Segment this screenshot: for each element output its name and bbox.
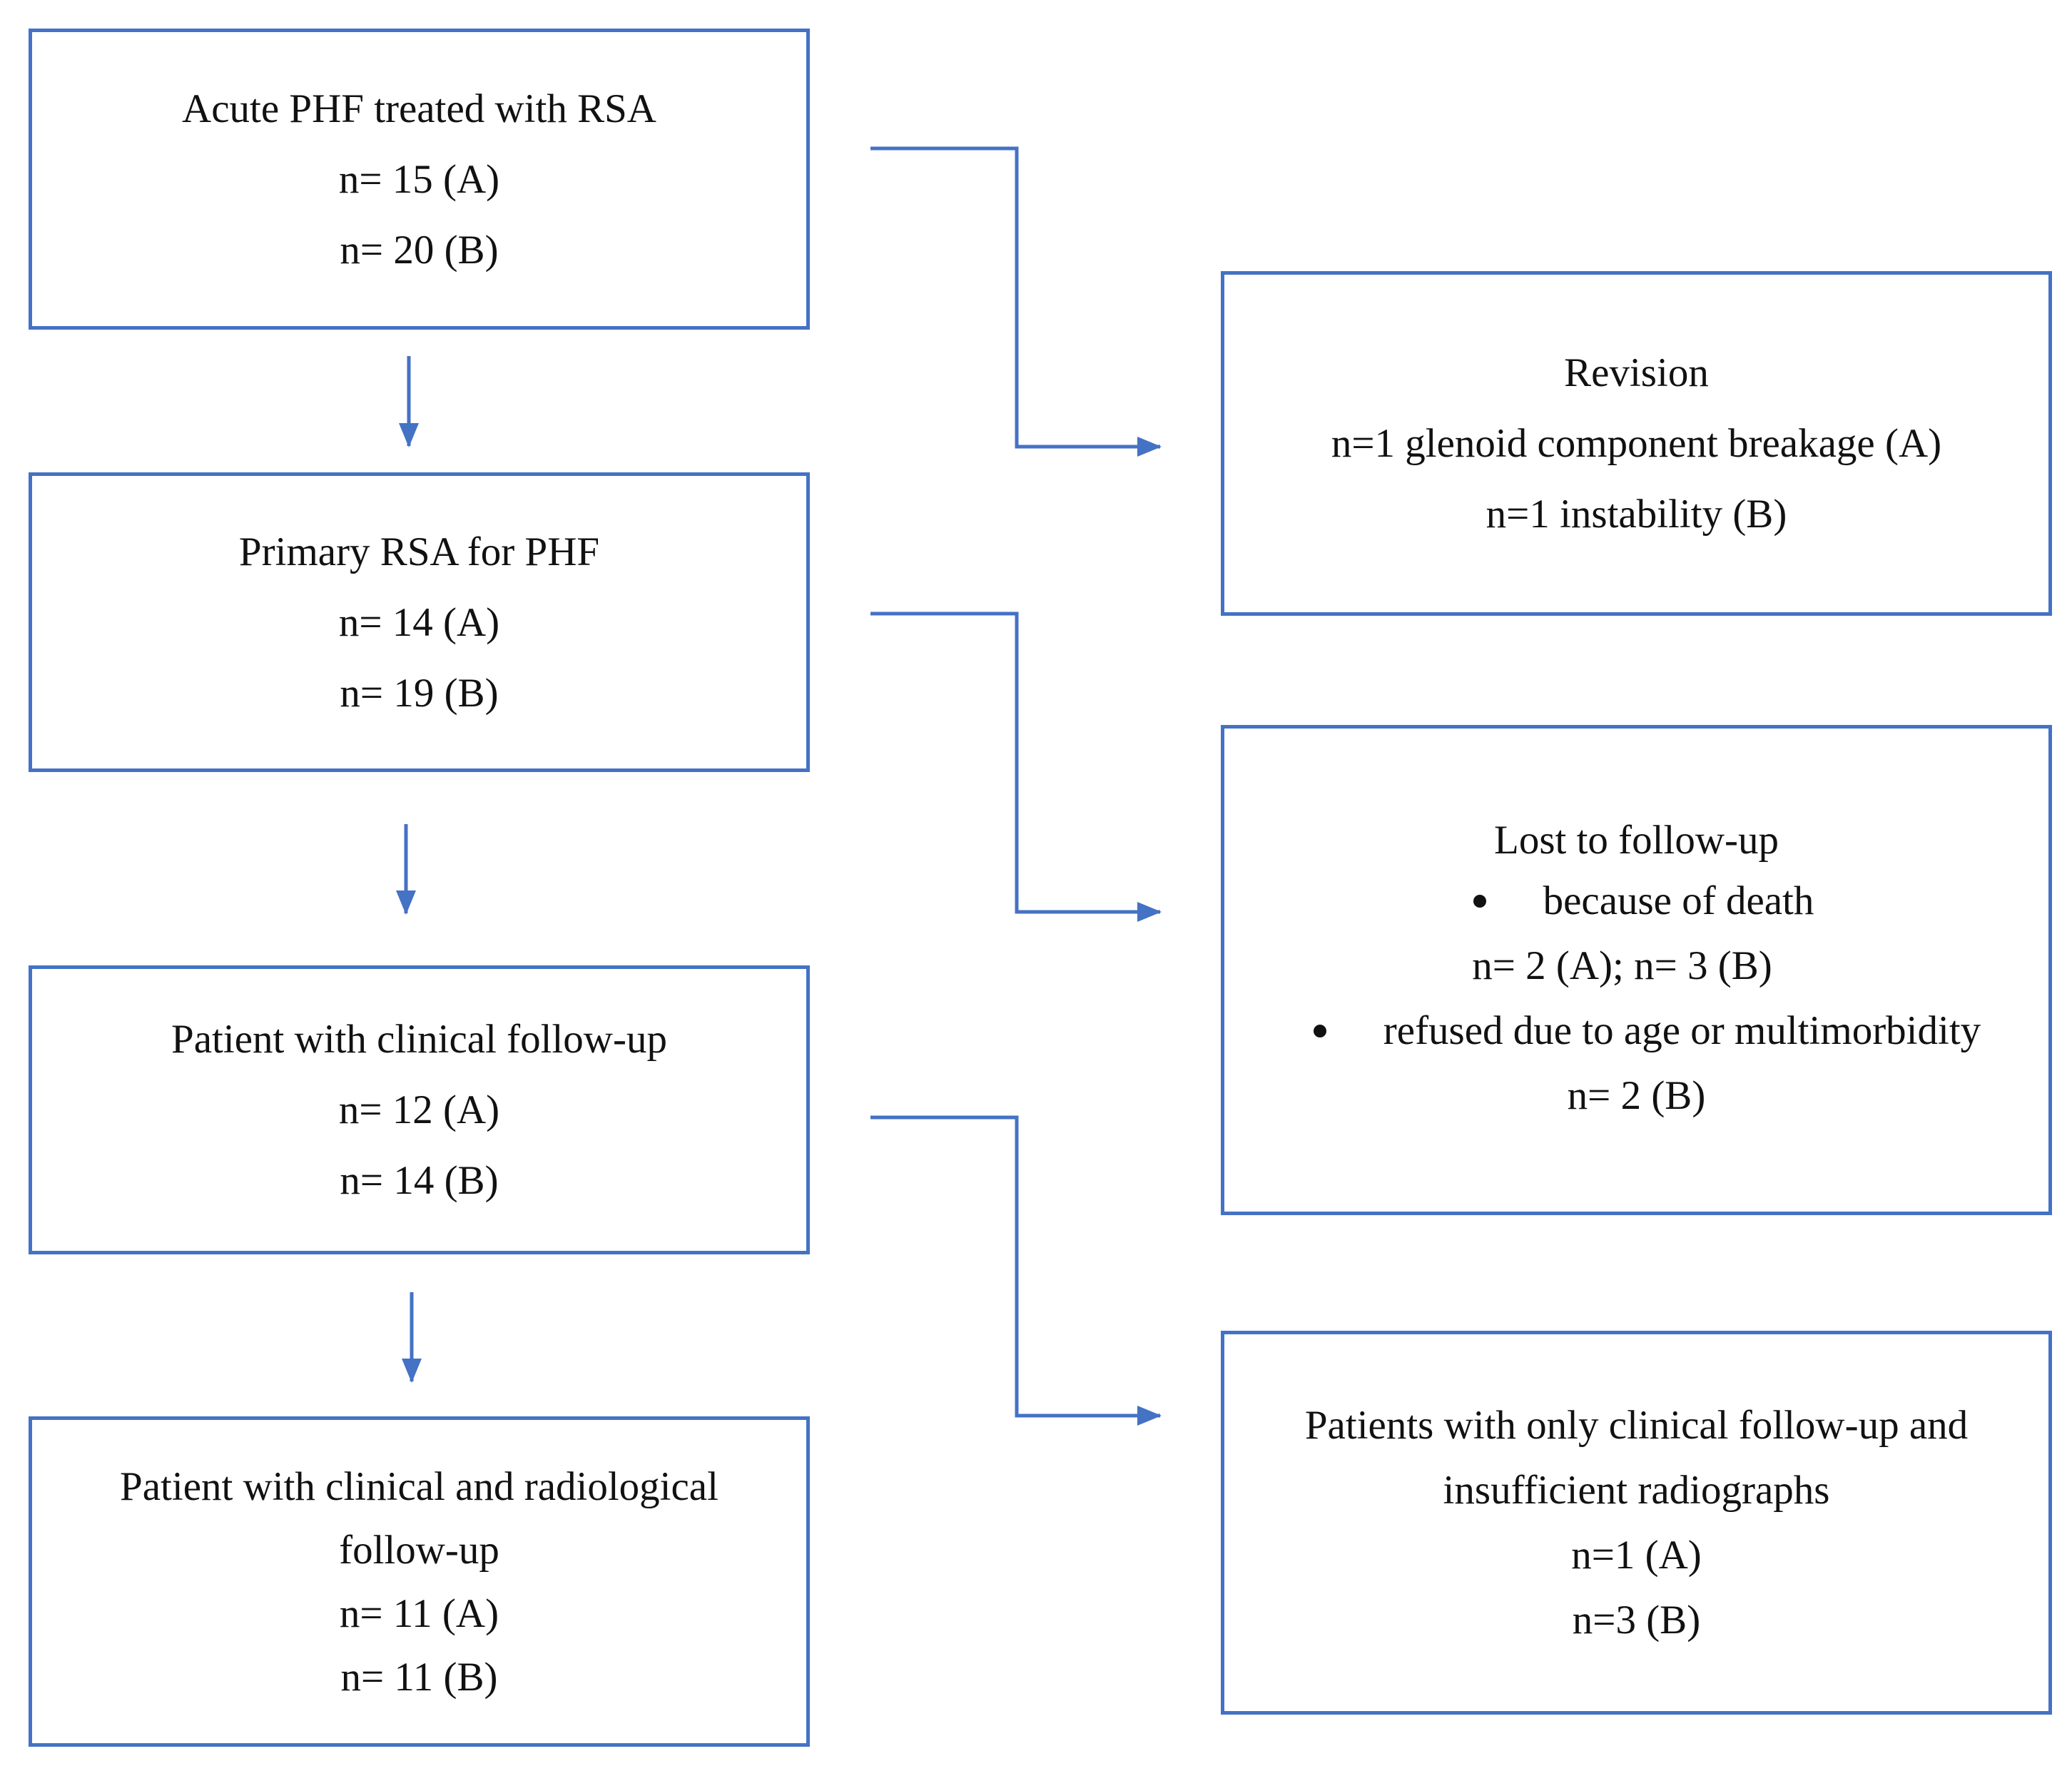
- connector-to-lost-follow-up: [870, 611, 1162, 922]
- box-clinical-follow-up-count-a: n= 12 (A): [338, 1087, 500, 1132]
- box-clinical-radiological: Patient with clinical and radiological f…: [29, 1416, 810, 1747]
- connector-to-only-clinical: [870, 1115, 1162, 1426]
- box-clinical-follow-up-title: Patient with clinical follow-up: [171, 1017, 667, 1062]
- box-primary-rsa-count-b: n= 19 (B): [340, 670, 499, 716]
- bullet-item-refused-text: refused due to age or multimorbidity: [1383, 1008, 1981, 1053]
- box-only-clinical: Patients with only clinical follow-up an…: [1221, 1331, 2052, 1715]
- box-clinical-radiological-count-b: n= 11 (B): [340, 1654, 498, 1700]
- box-acute-phf-count-a: n= 15 (A): [338, 156, 500, 202]
- box-revision: Revision n=1 glenoid component breakage …: [1221, 271, 2052, 616]
- box-clinical-follow-up: Patient with clinical follow-up n= 12 (A…: [29, 965, 810, 1254]
- box-primary-rsa: Primary RSA for PHF n= 14 (A) n= 19 (B): [29, 472, 810, 772]
- box-only-clinical-count-b: n=3 (B): [1572, 1598, 1701, 1643]
- box-primary-rsa-title: Primary RSA for PHF: [238, 529, 600, 574]
- box-acute-phf-title: Acute PHF treated with RSA: [182, 86, 656, 131]
- box-clinical-radiological-count-a: n= 11 (A): [339, 1590, 499, 1636]
- bullet-dot-icon: [1313, 1024, 1326, 1037]
- box-acute-phf: Acute PHF treated with RSA n= 15 (A) n= …: [29, 29, 810, 330]
- box-only-clinical-title-cont: insufficient radiographs: [1443, 1468, 1830, 1513]
- box-acute-phf-count-b: n= 20 (B): [340, 227, 499, 273]
- box-only-clinical-count-a: n=1 (A): [1571, 1533, 1702, 1578]
- box-revision-instability: n=1 instability (B): [1486, 492, 1787, 537]
- box-clinical-follow-up-count-b: n= 14 (B): [340, 1158, 499, 1203]
- bullet-item-death: because of death: [1459, 881, 1814, 921]
- box-only-clinical-title: Patients with only clinical follow-up an…: [1304, 1403, 1969, 1448]
- bullet-item-death-text: because of death: [1543, 878, 1814, 923]
- bullet-dot-icon: [1473, 894, 1486, 908]
- box-lost-follow-up: Lost to follow-up because of death n= 2 …: [1221, 725, 2052, 1215]
- box-lost-follow-up-death-count: n= 2 (A); n= 3 (B): [1472, 943, 1772, 988]
- connector-to-revision: [870, 146, 1162, 457]
- box-revision-title: Revision: [1564, 350, 1709, 395]
- box-clinical-radiological-title: Patient with clinical and radiological: [120, 1463, 718, 1509]
- box-clinical-radiological-title-cont: follow-up: [339, 1527, 499, 1573]
- bullet-item-refused: refused due to age or multimorbidity: [1292, 1010, 1981, 1051]
- box-lost-follow-up-refused-count: n= 2 (B): [1567, 1073, 1706, 1118]
- box-lost-follow-up-title: Lost to follow-up: [1494, 818, 1779, 863]
- box-revision-glenoid: n=1 glenoid component breakage (A): [1331, 421, 1942, 466]
- box-primary-rsa-count-a: n= 14 (A): [338, 599, 500, 645]
